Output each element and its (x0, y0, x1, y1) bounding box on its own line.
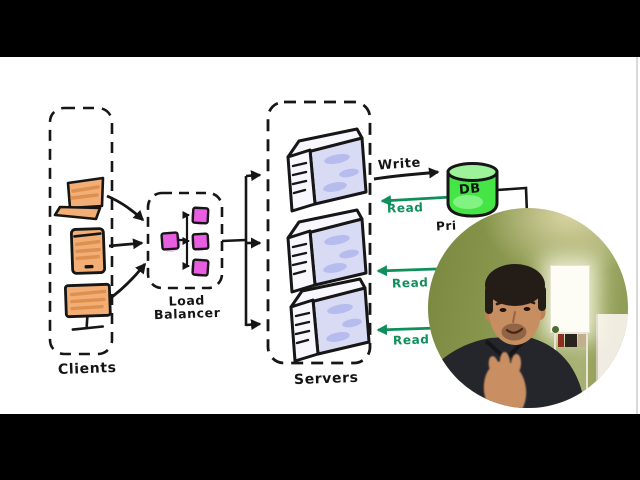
raised-hand (483, 352, 527, 408)
clients-group-box (48, 106, 114, 356)
write-label: Write (377, 155, 422, 174)
read-arrow (380, 194, 453, 206)
book (558, 334, 564, 347)
client-to-lb-arrow (106, 194, 145, 222)
monitor-icon (64, 282, 112, 331)
monitor-stand (71, 314, 105, 331)
servers-group-box (266, 100, 372, 365)
server-icon (286, 127, 368, 213)
load-balancer-icon (160, 206, 210, 277)
laptop-screen-stripes (70, 185, 100, 200)
shelf-plant (552, 326, 559, 333)
db-feedback-line (496, 186, 529, 215)
book (578, 334, 586, 347)
letterbox-top (0, 0, 640, 57)
hair (485, 264, 545, 306)
lb-to-server-arrow (245, 319, 262, 331)
book (565, 334, 577, 347)
mouth (505, 327, 524, 334)
client-to-lb-arrow (111, 262, 147, 299)
write-arrow (373, 167, 440, 181)
hair-side (538, 286, 546, 311)
lb-output-node (191, 206, 210, 225)
doorway (596, 314, 628, 408)
laptop-icon (53, 176, 105, 221)
db-highlight (453, 195, 483, 209)
eye (523, 307, 531, 311)
webcam-overlay (428, 208, 628, 408)
server-icon (289, 277, 371, 363)
phone-home-button (84, 264, 94, 269)
eye (499, 308, 507, 312)
db-top (446, 162, 499, 182)
lb-input-node (160, 231, 180, 251)
servers-label: Servers (293, 369, 359, 389)
floor-lamp-icon (550, 265, 590, 333)
load-balancer-group-box (146, 191, 224, 290)
phone-screen-stripes (74, 239, 101, 261)
clients-label: Clients (57, 359, 117, 379)
lb-to-servers-trunk (221, 176, 248, 326)
client-to-lb-arrow (108, 238, 144, 250)
load-balancer-label: Load Balancer (153, 292, 221, 323)
database-icon (446, 162, 499, 218)
presenter (428, 264, 586, 408)
letterbox-bottom (0, 414, 640, 480)
nose (512, 311, 516, 323)
frame-edge-artifact (636, 57, 638, 414)
db-label: DB (458, 181, 482, 198)
lb-output-node (191, 232, 210, 251)
lb-output-node (191, 258, 210, 277)
read-label: Read (392, 332, 430, 348)
monitor-screen-stripes (69, 289, 107, 311)
phone-top-edge (73, 232, 102, 238)
read-label: Read (386, 200, 424, 216)
read-label: Read (391, 275, 429, 291)
smartphone-icon (69, 227, 107, 275)
hair-side (485, 286, 493, 314)
laptop-base (53, 205, 102, 221)
lb-to-server-arrow (245, 170, 262, 182)
lb-connector-lines (179, 215, 189, 266)
bookshelf (558, 332, 588, 347)
eyebrows (495, 300, 536, 306)
